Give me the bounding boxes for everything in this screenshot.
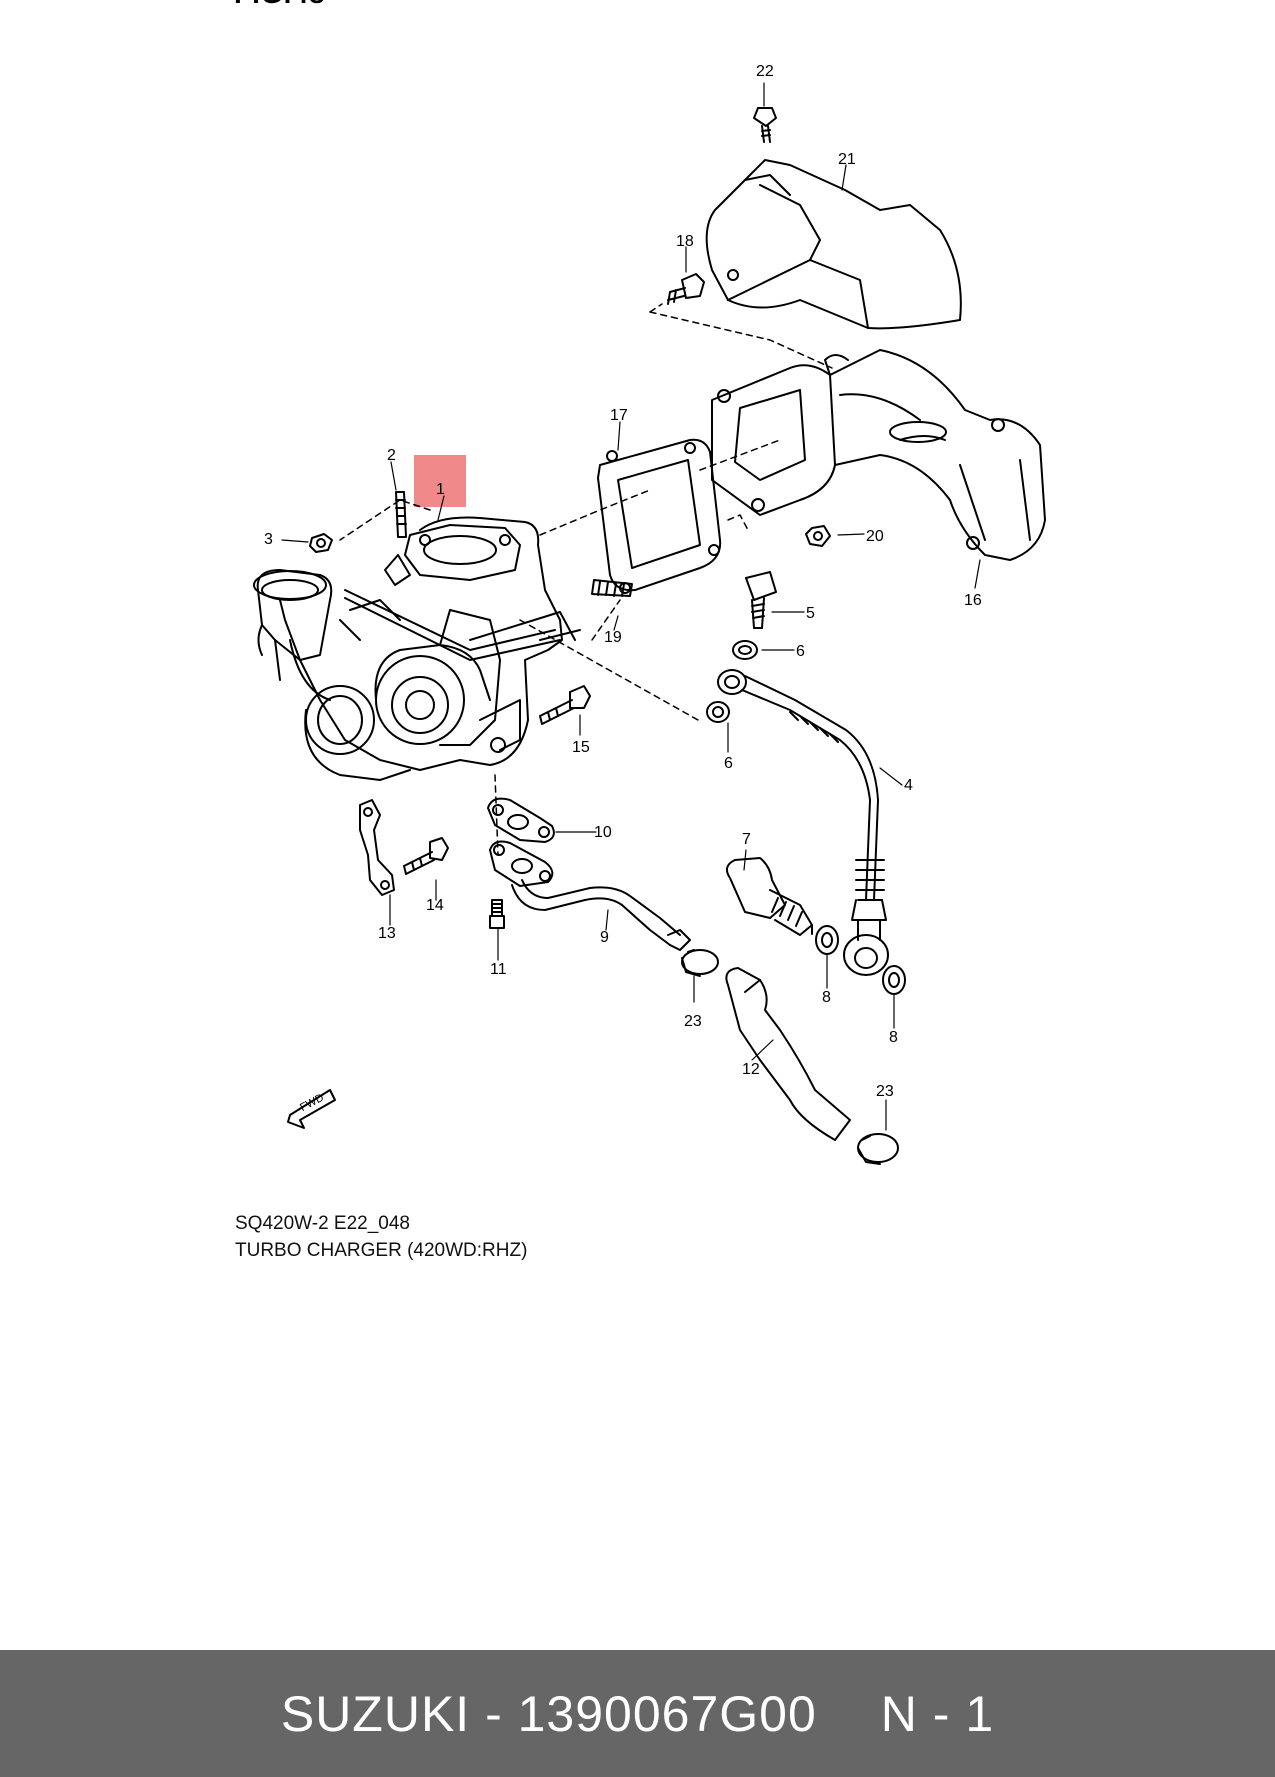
caption-title: TURBO CHARGER (420WD:RHZ) (235, 1240, 528, 1261)
footer-brand-part: SUZUKI - 1390067G00 (280, 1685, 817, 1742)
bolt-11[interactable] (489, 899, 505, 929)
fwd-label: FWD (298, 1092, 326, 1114)
callout-1[interactable]: 1 (436, 481, 445, 498)
callout-22: 22 (756, 63, 774, 80)
stud-2[interactable] (395, 491, 407, 538)
oil-pipe-4[interactable] (717, 669, 889, 976)
figure-label: FIG.48 (234, 0, 326, 10)
clamp-23-upper[interactable] (681, 949, 719, 977)
bolt-22[interactable] (753, 107, 777, 143)
bracket-13[interactable] (359, 799, 395, 896)
clamp-23-lower[interactable] (857, 1133, 899, 1165)
callout-19: 19 (604, 629, 622, 646)
gasket-17[interactable] (597, 438, 722, 594)
callout-9: 9 (600, 929, 609, 946)
turbocharger-exploded-diagram: 22 21 18 17 2 1 3 20 16 5 6 19 6 15 4 10… (253, 63, 1046, 1165)
hose-12[interactable] (725, 967, 851, 1141)
callout-7: 7 (742, 831, 751, 848)
washer-6-lower[interactable] (706, 701, 730, 723)
bolt-18[interactable] (667, 273, 705, 305)
callout-14: 14 (426, 897, 444, 914)
callout-2: 2 (387, 447, 396, 464)
callout-5: 5 (806, 605, 815, 622)
part-footer-bar: SUZUKI - 1390067G00 N - 1 (0, 1650, 1275, 1777)
callout-21: 21 (838, 151, 856, 168)
callout-10: 10 (594, 824, 612, 841)
gasket-10[interactable] (487, 797, 555, 843)
callout-23-upper: 23 (684, 1013, 702, 1030)
callout-12: 12 (742, 1061, 760, 1078)
stud-19[interactable] (591, 579, 633, 597)
caption-code: SQ420W-2 E22_048 (235, 1213, 410, 1234)
callout-3: 3 (264, 531, 273, 548)
washer-8-left[interactable] (815, 925, 839, 955)
union-bolt-5[interactable] (745, 571, 777, 629)
callout-6-upper: 6 (796, 643, 805, 660)
callout-20: 20 (866, 528, 884, 545)
callout-18: 18 (676, 233, 694, 250)
callout-13: 13 (378, 925, 396, 942)
nut-20[interactable] (805, 525, 831, 547)
callout-15: 15 (572, 739, 590, 756)
part-1-highlight[interactable] (414, 455, 466, 507)
leader-lines (281, 82, 981, 1131)
bolt-14[interactable] (403, 837, 449, 875)
callout-23-lower: 23 (876, 1083, 894, 1100)
washer-8-right[interactable] (882, 965, 906, 995)
callout-6-lower: 6 (724, 755, 733, 772)
bolt-15[interactable] (539, 685, 591, 725)
washer-6-upper[interactable] (732, 640, 758, 660)
alignment-lines (494, 303, 833, 856)
callout-17: 17 (610, 407, 628, 424)
callout-8-right: 8 (889, 1029, 898, 1046)
return-pipe-9[interactable] (489, 840, 691, 951)
diagram-caption: SQ420W-2 E22_048 TURBO CHARGER (420WD:RH… (235, 1210, 527, 1264)
turbocharger-1[interactable] (253, 499, 699, 781)
callout-8-left: 8 (822, 989, 831, 1006)
connector-7[interactable] (725, 857, 813, 936)
nut-3[interactable] (309, 533, 333, 553)
heat-shield-21[interactable] (705, 159, 962, 330)
callout-11: 11 (490, 961, 507, 978)
footer-quantity: N - 1 (880, 1685, 995, 1742)
exhaust-manifold-16[interactable] (711, 349, 1046, 561)
callout-4: 4 (904, 777, 913, 794)
fwd-arrow (287, 1089, 336, 1129)
callout-16: 16 (964, 592, 982, 609)
